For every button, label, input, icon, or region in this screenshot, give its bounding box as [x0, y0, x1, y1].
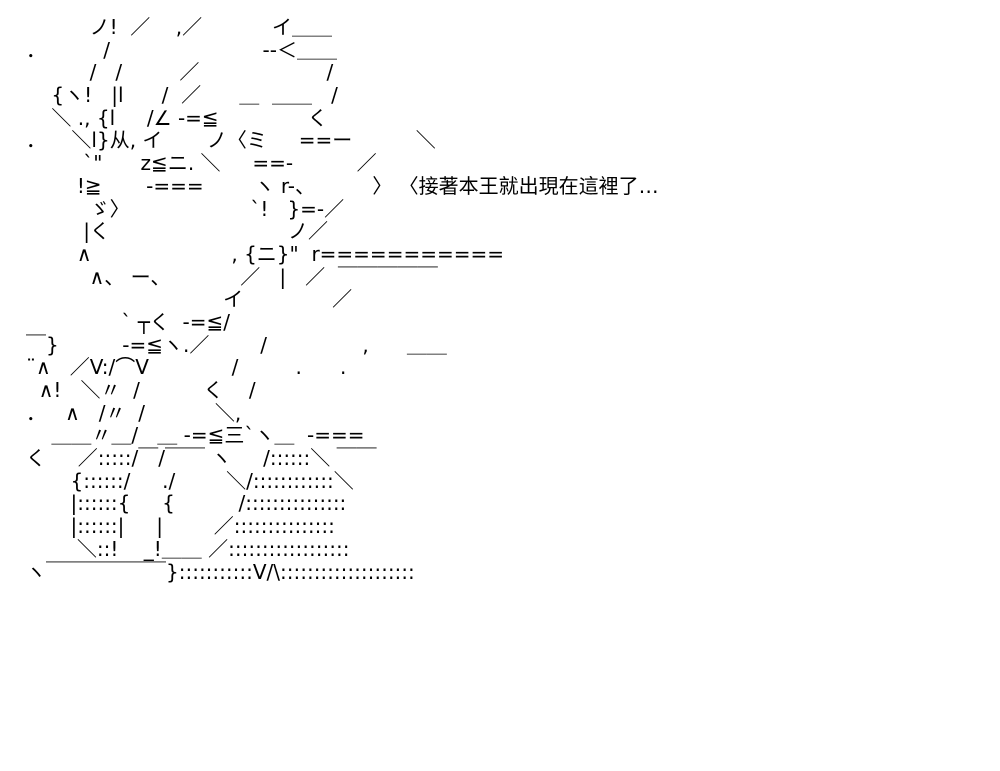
- art-line-24: ＼::! _!＿＿ ／::::::::::::::::::: [26, 536, 350, 561]
- art-line-5: ＼ ., {l /∠ -=≦ く: [26, 105, 328, 130]
- art-line-4: {ヽ! |l / ／ ＿ ＿＿ /: [26, 83, 338, 108]
- ascii-art-canvas: ノ! ／ ,／ イ＿＿ ． / --＜＿＿ / / ／ / {ヽ! |l / ／…: [26, 16, 986, 764]
- art-line-23: |::::::| | ／:::::::::::::::: [26, 514, 335, 539]
- art-line-21: {::::::/ ./ ＼/::::::::::::＼: [26, 468, 354, 493]
- art-line-9: ゞ〉 `! }=-／: [26, 196, 345, 221]
- art-line-15: ￣} -=≦ヽ.／ / , ＿＿: [26, 332, 447, 357]
- art-line-22: |::::::{ { /:::::::::::::::: [26, 491, 347, 516]
- art-line-2: ． / --＜＿＿: [26, 37, 337, 62]
- art-line-14: ` ┬く -=≦/: [26, 309, 230, 334]
- art-line-18: ． ∧ /〃 / ＼,: [26, 400, 242, 425]
- art-line-10: |く ノ／: [26, 219, 328, 244]
- art-line-12: ∧、 ー、 ／ | ／ ￣￣￣￣￣: [26, 264, 438, 289]
- art-line-19: ＿＿〃＿/ ＿ -=≦三`ヽ＿ -===: [26, 423, 365, 448]
- art-line-7: `" z≦ニ. ＼ ==- ／: [26, 151, 377, 176]
- art-line-3: / / ／ /: [26, 60, 334, 85]
- art-line-13: イ ／: [26, 287, 353, 312]
- art-line-16: ¨∧ ／V:/⌒V / . .: [26, 355, 347, 380]
- art-line-1: ノ! ／ ,／ イ＿＿: [26, 16, 333, 39]
- art-line-8-with-dialogue: !≧ -=== ヽ r-、 〉 〈接著本王就出現在這裡了…: [26, 173, 659, 198]
- art-line-6: ． ＼l}从, イ ノ〈ミ ==ー ＼: [26, 128, 436, 153]
- art-line-20: く ／:::::/￣/￣￣ ヽ /::::::＼ ￣￣: [26, 446, 377, 471]
- art-line-17: ∧! ＼〃 / く /: [26, 378, 256, 402]
- art-line-11: ∧ , {ニ}" r===========: [26, 241, 504, 266]
- art-line-25: ヽ￣￣￣￣￣￣}:::::::::::V/\::::::::::::::::::…: [26, 559, 415, 584]
